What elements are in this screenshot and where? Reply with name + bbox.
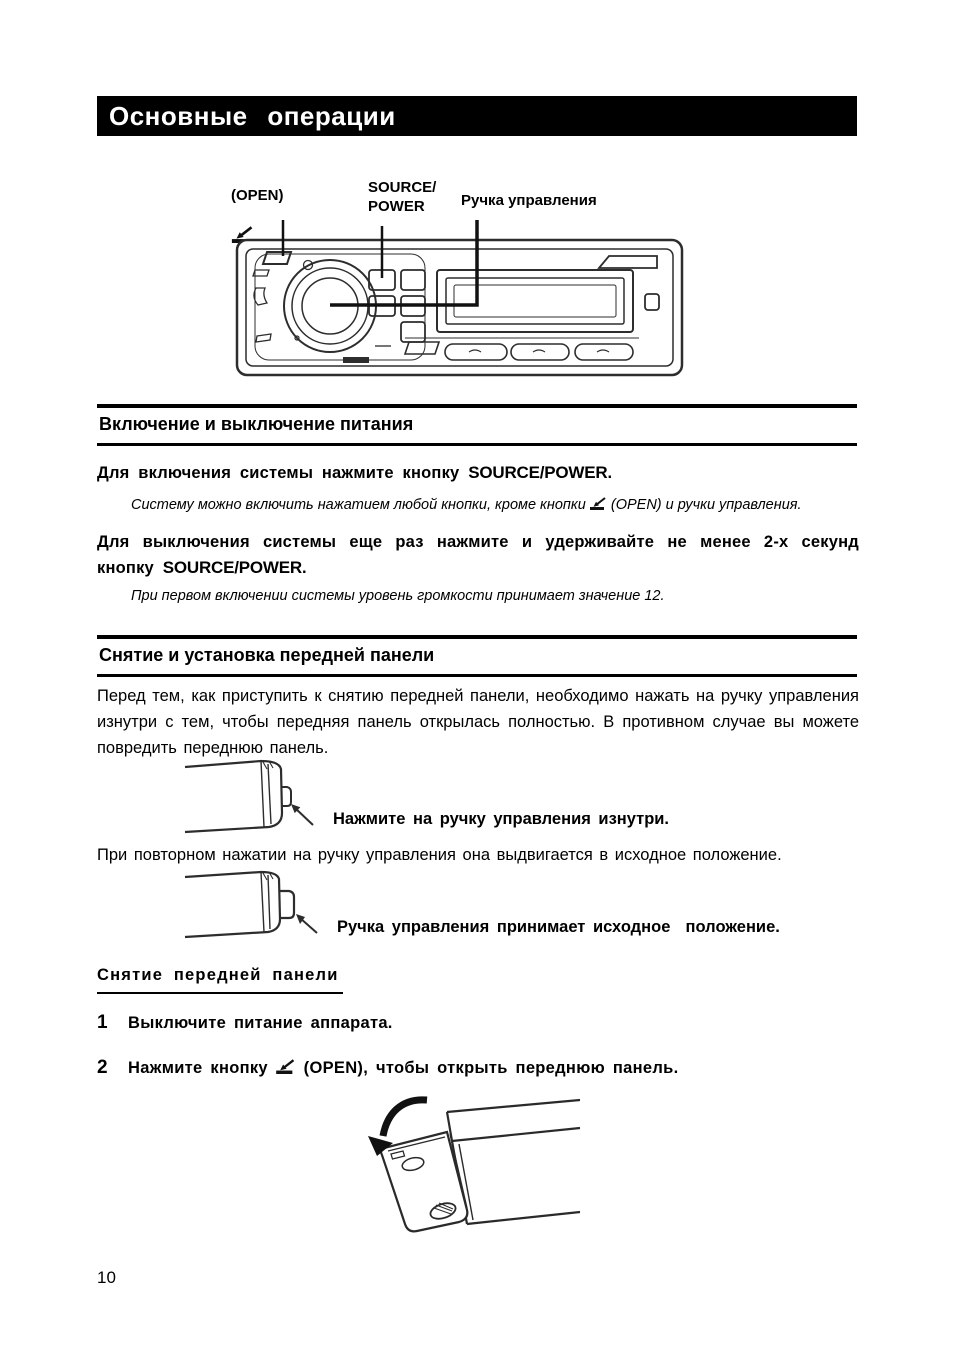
power-off-text: Для выключения системы еще раз нажмите и…: [97, 533, 859, 577]
source-label-line1: SOURCE/: [368, 179, 437, 196]
step2-suffix: (OPEN), чтобы открыть переднюю панель.: [295, 1059, 679, 1077]
open-icon: [275, 1059, 294, 1074]
open-label-text: (OPEN): [231, 187, 284, 204]
source-power-keyword: SOURCE/POWER: [162, 558, 302, 577]
source-power-keyword: SOURCE/POWER: [468, 463, 608, 482]
step-text: Выключите питание аппарата.: [128, 1014, 393, 1032]
power-off-period: .: [301, 559, 307, 577]
first-power-on-note: При первом включении системы уровень гро…: [131, 588, 665, 604]
section-title-panel: Снятие и установка передней панели: [97, 635, 857, 677]
panel-side-view-extended-figure: [184, 870, 318, 939]
power-on-period: .: [607, 464, 613, 482]
page-title: Основные операции: [97, 96, 857, 136]
stereo-front-panel-figure: [235, 220, 684, 377]
leader-lines: [281, 220, 479, 307]
source-power-label: SOURCE/ POWER: [368, 178, 436, 216]
panel-open-figure: [368, 1096, 581, 1233]
open-icon: [589, 497, 606, 510]
power-on-text: Для включения системы нажмите кнопку: [97, 464, 469, 482]
step-text: Нажмите кнопку (OPEN), чтобы открыть пер…: [128, 1059, 678, 1078]
step-number: 1: [97, 1012, 108, 1033]
section-title-power: Включение и выключение питания: [97, 404, 857, 446]
power-on-note: Систему можно включить нажатием любой кн…: [131, 497, 857, 513]
step-number: 2: [97, 1057, 108, 1078]
repeat-press-paragraph: При повторном нажатии на ручку управлени…: [97, 846, 782, 864]
knob-return-caption: Ручка управления принимает исходное поло…: [337, 918, 780, 936]
power-off-instruction: Для выключения системы еще раз нажмите и…: [97, 529, 859, 581]
source-label-line2: POWER: [368, 198, 425, 215]
panel-removal-subheading: Снятие передней панели: [97, 966, 343, 994]
panel-intro-paragraph: Перед тем, как приступить к снятию перед…: [97, 687, 859, 757]
power-on-note-suffix: (OPEN) и ручки управления.: [606, 497, 802, 513]
power-on-note-text: Систему можно включить нажатием любой кн…: [131, 497, 590, 513]
open-button-label: (OPEN): [231, 186, 284, 243]
power-on-instruction: Для включения системы нажмите кнопку SOU…: [97, 460, 859, 486]
page-number: 10: [97, 1268, 116, 1287]
step2-prefix: Нажмите кнопку: [128, 1059, 276, 1077]
control-knob-label: Ручка управления: [461, 192, 597, 209]
stereo-figure: (OPEN) SOURCE/ POWER Ручка управления: [225, 178, 695, 380]
panel-side-view-pressed-figure: [184, 759, 314, 834]
press-knob-caption: Нажмите на ручку управления изнутри.: [333, 810, 670, 828]
